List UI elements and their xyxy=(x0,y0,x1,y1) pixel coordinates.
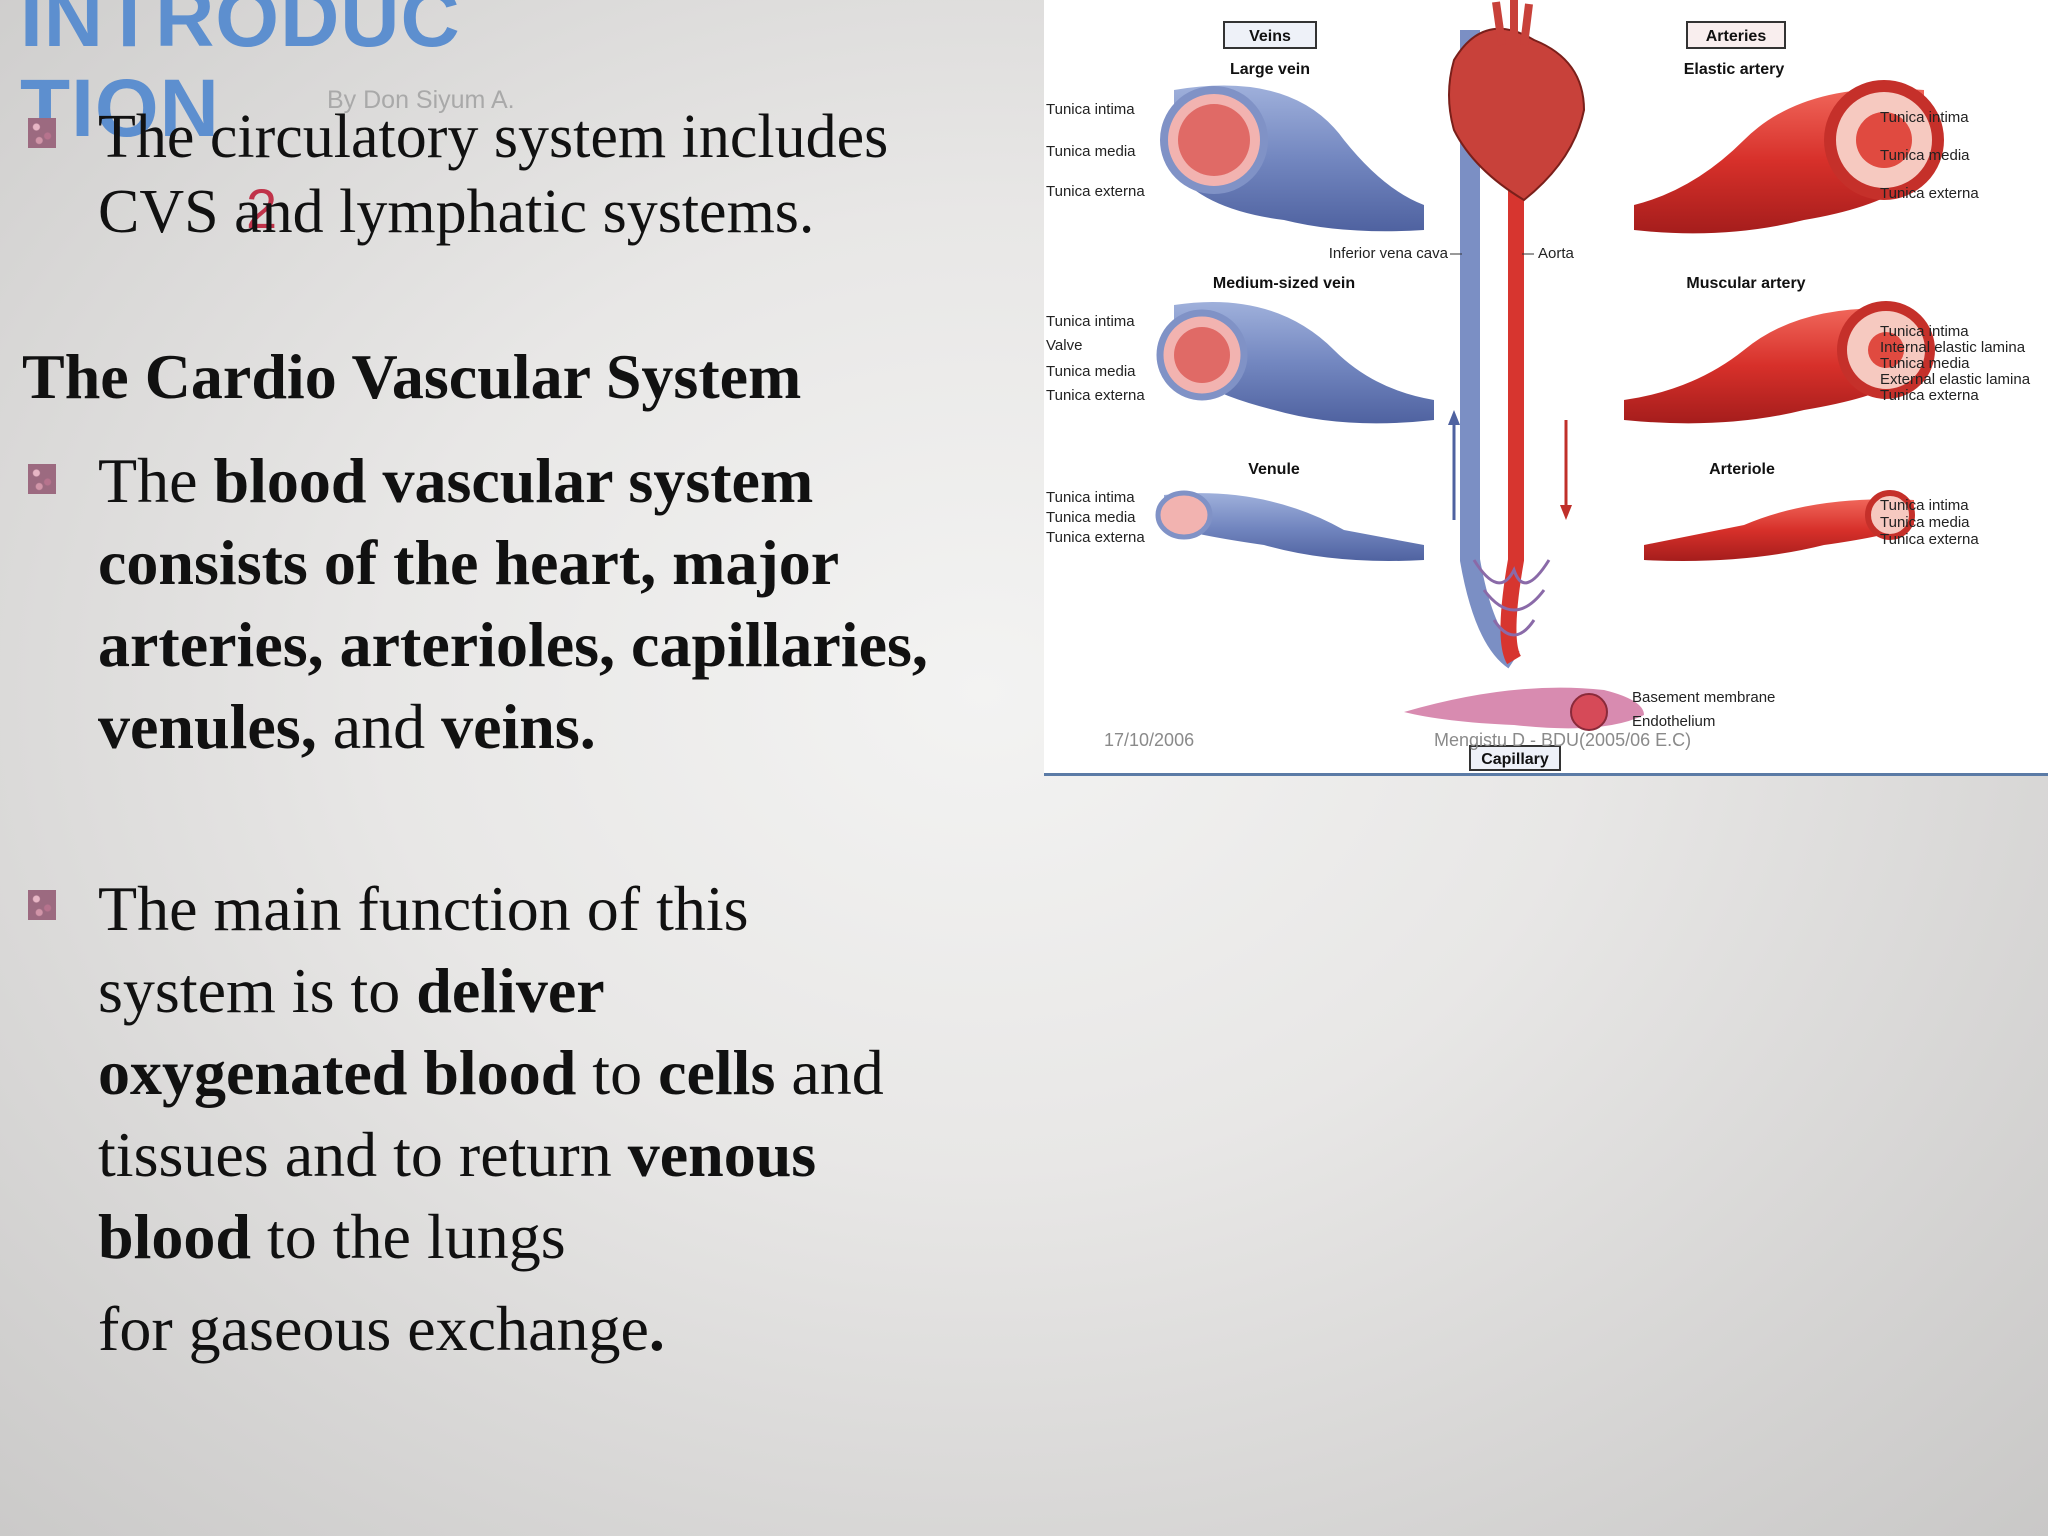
intro-paragraph: The circulatory system includes CVS and … xyxy=(98,103,889,246)
arteriole-cross-section xyxy=(1865,490,1915,540)
blood-vascular-paragraph: The blood vascular system consists of th… xyxy=(98,445,928,762)
capillary-box-label: Capillary xyxy=(1481,751,1549,768)
large-vein-intima-label: Tunica intima xyxy=(1046,101,1135,118)
large-vein-media-label: Tunica media xyxy=(1046,143,1136,160)
basement-membrane-label: Basement membrane xyxy=(1632,689,1775,706)
capillary xyxy=(1404,687,1644,729)
elastic-artery-title: Elastic artery xyxy=(1684,61,1785,78)
muscular-intima-label: Tunica intima xyxy=(1880,323,1969,340)
venule-media-label: Tunica media xyxy=(1046,509,1136,526)
bullet-icon xyxy=(28,464,56,494)
elastic-media-label: Tunica media xyxy=(1880,147,1970,164)
medium-vein-title: Medium-sized vein xyxy=(1213,275,1355,292)
arteriole xyxy=(1644,499,1914,561)
ivc-label: Inferior vena cava xyxy=(1329,245,1449,262)
endothelium-label: Endothelium xyxy=(1632,713,1715,730)
capillary-bed xyxy=(1472,559,1551,637)
medium-vein-media-label: Tunica media xyxy=(1046,363,1136,380)
medium-vein-valve-label: Valve xyxy=(1046,337,1082,354)
slide-title: INTRODUCTION xyxy=(20,0,461,154)
vessel-diagram-svg: Veins Arteries xyxy=(1046,0,2031,771)
muscular-artery-title: Muscular artery xyxy=(1686,275,1805,292)
author-credit: By Don Siyum A. xyxy=(327,86,515,114)
aorta xyxy=(1500,130,1524,665)
bullet-icon xyxy=(28,890,56,920)
bullet-icon xyxy=(28,118,56,148)
elastic-externa-label: Tunica externa xyxy=(1880,185,1979,202)
muscular-externa-label: Tunica externa xyxy=(1880,387,1979,404)
heart xyxy=(1448,27,1586,202)
veins-box xyxy=(1223,21,1317,49)
muscular-internal-elastic-label: Internal elastic lamina xyxy=(1880,339,2026,356)
medium-vein-externa-label: Tunica externa xyxy=(1046,387,1145,404)
venule-title: Venule xyxy=(1248,461,1300,478)
diagram-watermark: Mengistu D - BDU(2005/06 E.C) xyxy=(1434,730,1691,750)
function-paragraph: The main function of this system is to d… xyxy=(98,873,884,1364)
veins-box-label: Veins xyxy=(1249,28,1291,45)
aorta-label: Aorta xyxy=(1538,245,1575,262)
arteriole-intima-label: Tunica intima xyxy=(1880,497,1969,514)
heart-vessels xyxy=(1492,0,1533,46)
venule-intima-label: Tunica intima xyxy=(1046,489,1135,506)
slide-number: 2 xyxy=(246,177,278,240)
venule-externa-label: Tunica externa xyxy=(1046,529,1145,546)
venule-cross-section xyxy=(1155,490,1213,540)
muscular-media-label: Tunica media xyxy=(1880,355,1970,372)
medium-vein-intima-label: Tunica intima xyxy=(1046,313,1135,330)
section-heading: The Cardio Vascular System xyxy=(22,341,802,412)
capillary-box xyxy=(1469,745,1561,771)
arteriole-media-label: Tunica media xyxy=(1880,514,1970,531)
blood-vessel-diagram: Veins Arteries xyxy=(1044,0,2048,776)
arteriole-externa-label: Tunica externa xyxy=(1880,531,1979,548)
arteries-box xyxy=(1686,21,1786,49)
muscular-external-elastic-label: External elastic lamina xyxy=(1880,371,2031,388)
arteriole-title: Arteriole xyxy=(1709,461,1775,478)
large-vein-title: Large vein xyxy=(1230,61,1310,78)
large-vein-externa-label: Tunica externa xyxy=(1046,183,1145,200)
arteries-box-label: Arteries xyxy=(1706,28,1767,45)
venule xyxy=(1164,493,1424,561)
elastic-intima-label: Tunica intima xyxy=(1880,109,1969,126)
diagram-date: 17/10/2006 xyxy=(1104,730,1194,750)
